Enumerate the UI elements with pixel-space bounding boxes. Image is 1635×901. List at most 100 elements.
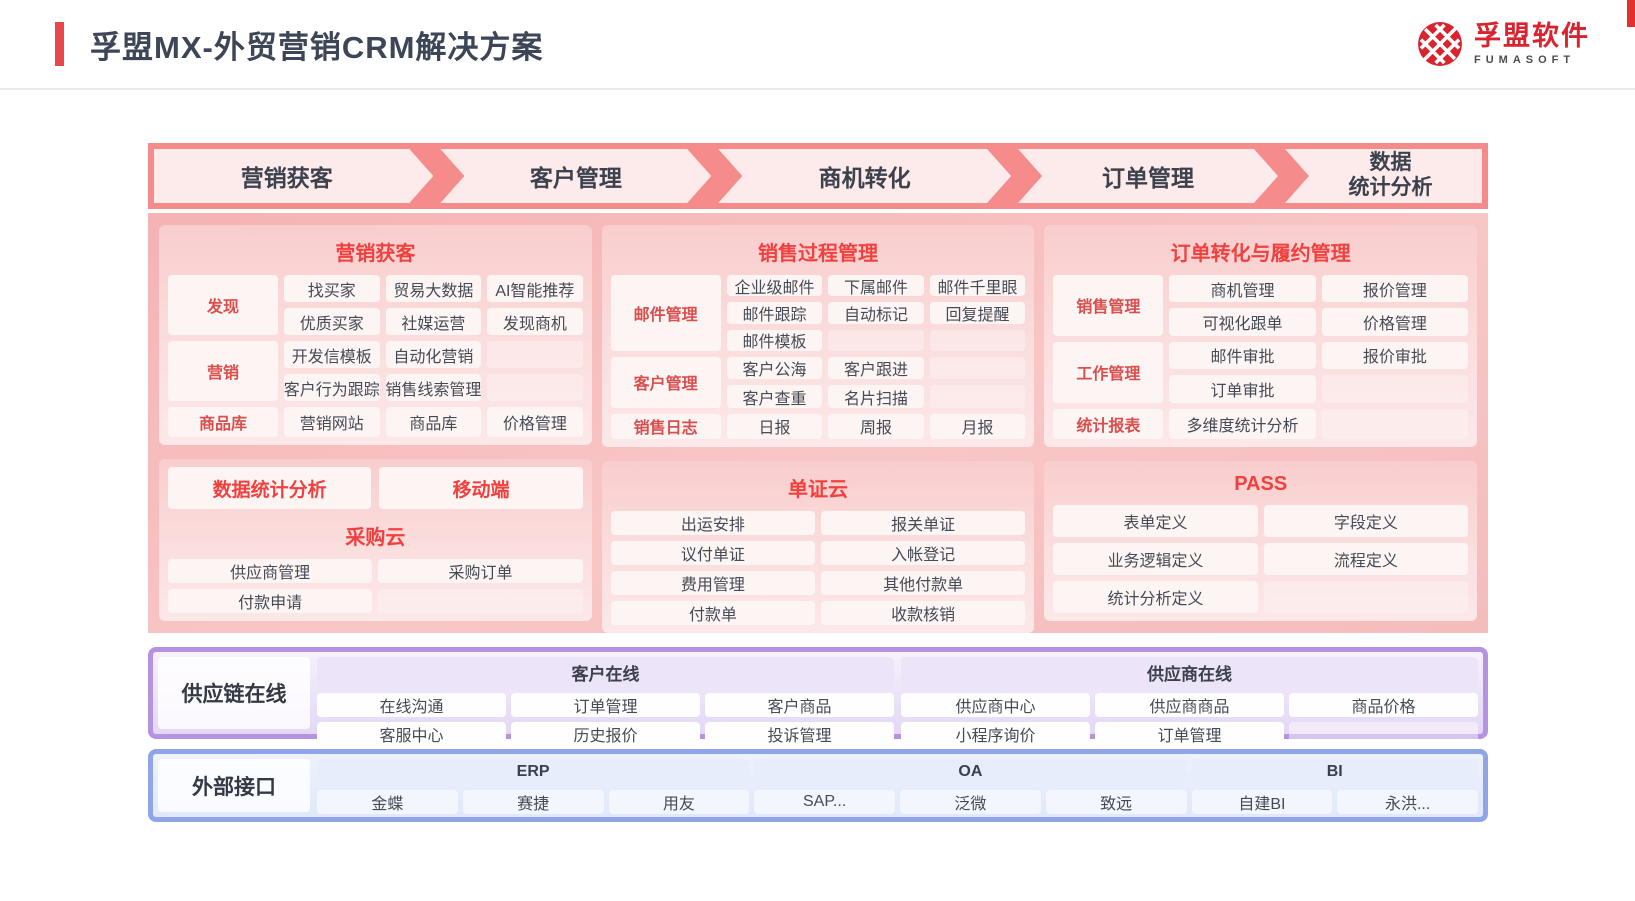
- logo-text-cn: 孚盟软件: [1474, 20, 1590, 51]
- feature-matrix: 营销获客 发现 找买家 贸易大数据 AI智能推荐 优质买家 社媒运营 发现商机: [148, 213, 1488, 633]
- group-product-library: 商品库 营销网站 商品库 价格管理: [168, 407, 583, 437]
- section-marketing-acquisition: 营销获客 发现 找买家 贸易大数据 AI智能推荐 优质买家 社媒运营 发现商机: [159, 225, 592, 445]
- feature-cell: 订单审批: [1169, 375, 1316, 403]
- feature-cell-empty: [929, 357, 1026, 380]
- feature-cell: 名片扫描: [828, 385, 924, 408]
- fumasoft-logo-icon: [1418, 22, 1462, 66]
- feature-cell-empty: [929, 329, 1026, 351]
- external-interface-band: 外部接口 ERP OA BI 金蝶 赛捷 用友 SAP... 泛微 致远 自建B…: [148, 749, 1488, 822]
- band-group-header: BI: [1191, 759, 1478, 785]
- logo-text-en: FUMASOFT: [1474, 53, 1576, 66]
- feature-cell-empty: [1321, 408, 1469, 439]
- feature-cell: 自动标记: [828, 302, 924, 324]
- feature-cell: 日报: [726, 413, 823, 439]
- feature-cell: 业务逻辑定义: [1053, 543, 1258, 575]
- feature-cell: 流程定义: [1263, 543, 1469, 575]
- feature-cell: 下属邮件: [828, 275, 924, 297]
- supplier-online-group: 供应商在线 供应商中心 供应商商品 商品价格 小程序询价 订单管理: [901, 657, 1478, 746]
- feature-cell: 统计分析定义: [1053, 581, 1258, 613]
- feature-cell: 客户跟进: [828, 357, 924, 380]
- flow-step-order: 订单管理: [1018, 149, 1278, 203]
- crm-architecture-diagram: 营销获客 客户管理 商机转化 订单管理 数据 统计分析 营销获客 发现 找买家: [0, 143, 1635, 822]
- group-label: 发现: [168, 275, 278, 335]
- feature-cell-empty: [1263, 581, 1469, 613]
- page-title: 孚盟MX-外贸营销CRM解决方案: [90, 29, 544, 65]
- feature-cell: 邮件千里眼: [929, 275, 1026, 297]
- feature-cell-empty: [1321, 375, 1469, 403]
- feature-cell: 字段定义: [1263, 505, 1469, 537]
- feature-cell: 可视化跟单: [1169, 308, 1316, 336]
- vendor-cell: 金蝶: [317, 790, 458, 814]
- vendor-cell: 赛捷: [462, 790, 604, 814]
- group-label: 工作管理: [1053, 341, 1164, 403]
- feature-cell: 小程序询价: [901, 722, 1090, 746]
- feature-cell: 找买家: [284, 275, 380, 302]
- feature-cell: 收款核销: [821, 601, 1026, 625]
- column-sales-process: 销售过程管理 邮件管理 企业级邮件 下属邮件 邮件千里眼 邮件跟踪 自动标记 回…: [601, 225, 1035, 633]
- feature-cell: 报价审批: [1321, 341, 1469, 370]
- feature-cell: 客户公海: [726, 357, 823, 380]
- feature-cell: 订单管理: [511, 693, 700, 717]
- feature-cell-empty: [1289, 722, 1478, 746]
- section-title: 订单转化与履约管理: [1170, 243, 1351, 265]
- customer-online-group: 客户在线 在线沟通 订单管理 客户商品 客服中心 历史报价 投诉管理: [317, 657, 894, 746]
- mini-boxes: 数据统计分析 移动端: [168, 467, 583, 509]
- section-pass-platform: PASS 表单定义 字段定义 业务逻辑定义 流程定义 统计分析定义: [1044, 461, 1478, 621]
- group-mail-management: 邮件管理 企业级邮件 下属邮件 邮件千里眼 邮件跟踪 自动标记 回复提醒 邮件模…: [610, 275, 1026, 351]
- feature-cell: 价格管理: [487, 407, 583, 437]
- section-docs-cloud: 单证云 出运安排 报关单证 议付单证 入帐登记 费用管理 其他付款单 付款单 收…: [601, 461, 1035, 633]
- feature-cell: 费用管理: [610, 571, 815, 595]
- feature-cell: 客户查重: [726, 385, 823, 408]
- feature-cell: 其他付款单: [821, 571, 1026, 595]
- feature-cell: 历史报价: [511, 722, 700, 746]
- feature-cell-empty: [378, 589, 583, 613]
- feature-cell: 贸易大数据: [385, 275, 482, 302]
- group-work-management: 工作管理 邮件审批 报价审批 订单审批: [1053, 341, 1469, 403]
- feature-cell: 入帐登记: [821, 541, 1026, 565]
- band-group-header: 供应商在线: [901, 657, 1478, 688]
- feature-cell: 优质买家: [284, 308, 380, 335]
- flow-step-customer: 客户管理: [440, 149, 711, 203]
- feature-cell: 客户商品: [705, 693, 894, 717]
- section-title: 销售过程管理: [758, 243, 878, 265]
- feature-cell: AI智能推荐: [487, 275, 583, 302]
- feature-cell: 自动化营销: [385, 341, 482, 368]
- feature-cell: 价格管理: [1321, 308, 1469, 336]
- feature-cell: 订单管理: [1095, 722, 1284, 746]
- band-label: 供应链在线: [158, 657, 310, 729]
- feature-cell: 客户行为跟踪: [284, 374, 380, 401]
- group-label: 统计报表: [1053, 408, 1164, 439]
- section-title: 营销获客: [335, 243, 416, 265]
- feature-cell: 多维度统计分析: [1169, 408, 1316, 439]
- feature-cell: 供应商中心: [901, 693, 1090, 717]
- flow-step-label: 营销获客: [240, 165, 333, 191]
- feature-cell: 回复提醒: [929, 302, 1026, 324]
- feature-cell: 销售线索管理: [385, 374, 482, 401]
- red-corner-mark: [1627, 0, 1635, 27]
- feature-cell: 邮件跟踪: [726, 302, 823, 324]
- feature-cell: 商品价格: [1289, 693, 1478, 717]
- group-marketing: 营销 开发信模板 自动化营销 客户行为跟踪 销售线索管理: [168, 341, 583, 401]
- flow-step-marketing: 营销获客: [154, 149, 433, 203]
- section-sales-process: 销售过程管理 邮件管理 企业级邮件 下属邮件 邮件千里眼 邮件跟踪 自动标记 回…: [601, 225, 1035, 447]
- feature-cell: 投诉管理: [705, 722, 894, 746]
- vendor-cell: 致远: [1045, 790, 1187, 814]
- band-group-header: 客户在线: [317, 657, 894, 688]
- feature-cell: 月报: [929, 413, 1026, 439]
- feature-cell-empty: [828, 329, 924, 351]
- feature-cell: 商品库: [385, 407, 482, 437]
- section-title: 采购云: [345, 527, 406, 549]
- supply-chain-band: 供应链在线 客户在线 在线沟通 订单管理 客户商品 客服中心 历史报价 投诉管理…: [148, 647, 1488, 746]
- group-label: 销售管理: [1053, 275, 1164, 336]
- brand-logo: 孚盟软件 FUMASOFT: [1417, 21, 1590, 67]
- flow-step-label: 客户管理: [529, 165, 622, 191]
- feature-cell: 出运安排: [610, 511, 815, 535]
- vendor-cell: 泛微: [900, 790, 1041, 814]
- vendor-cell: SAP...: [754, 790, 895, 814]
- feature-cell: 在线沟通: [317, 693, 506, 717]
- data-analysis-box: 数据统计分析: [168, 467, 372, 509]
- external-systems-grid: ERP OA BI 金蝶 赛捷 用友 SAP... 泛微 致远 自建BI 永洪.…: [317, 759, 1478, 814]
- page-header: 孚盟MX-外贸营销CRM解决方案 孚盟软件 FUMASOFT: [0, 0, 1635, 88]
- vendor-cell: 用友: [608, 790, 750, 814]
- feature-cell: 发现商机: [487, 308, 583, 335]
